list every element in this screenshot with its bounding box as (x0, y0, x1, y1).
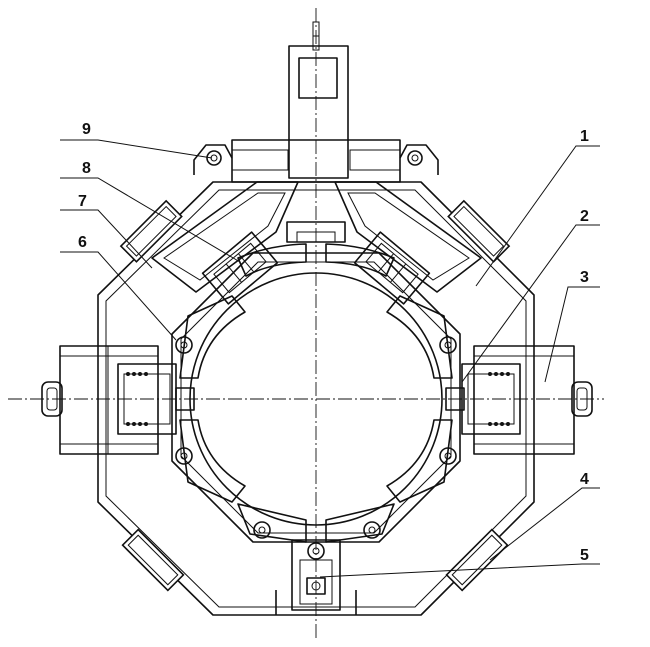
pipe-circle (189, 272, 443, 526)
callout-8: 8 (82, 160, 91, 177)
callout-2: 2 (580, 208, 589, 225)
callout-labels: 1 2 3 4 5 6 7 8 9 (78, 121, 589, 564)
callout-3: 3 (580, 269, 589, 286)
centerlines (8, 8, 604, 640)
upper-arm-right (334, 181, 482, 293)
callout-7: 7 (78, 193, 87, 210)
callout-5: 5 (580, 547, 589, 564)
callout-1: 1 (580, 128, 589, 145)
callout-4: 4 (580, 471, 589, 488)
callout-9: 9 (82, 121, 91, 138)
top-hoist (193, 21, 439, 183)
left-side-block (41, 345, 195, 455)
bottom-clamp (291, 539, 341, 611)
right-side-block (445, 345, 593, 455)
corner-pads (119, 199, 511, 592)
callout-6: 6 (78, 234, 87, 251)
leader-lines (60, 139, 600, 578)
upper-arm-left (151, 181, 346, 293)
clamp-shoes (175, 243, 457, 543)
